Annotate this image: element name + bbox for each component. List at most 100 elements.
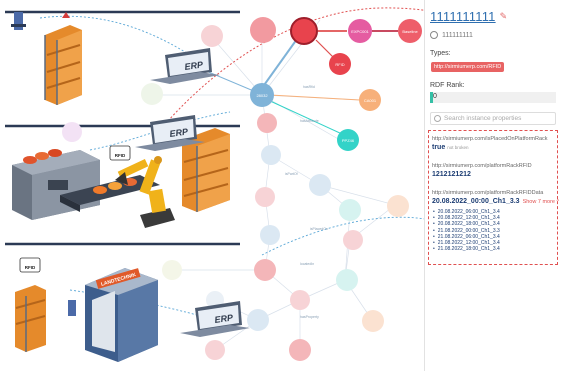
rdf-rank-fill <box>430 92 433 103</box>
graph-node-center[interactable] <box>250 83 274 107</box>
graph-node[interactable] <box>201 25 223 47</box>
node-label: PPZ46 <box>342 138 355 143</box>
type-badge[interactable]: http://sirmiumerp.com/RFID <box>431 62 505 72</box>
node-label: RFID <box>335 62 344 67</box>
erp-laptop-middle: ERP <box>135 115 205 151</box>
property-value-text: 20.08.2022_00:00_Ch1_3.3 <box>432 198 520 205</box>
graph-node-rfid[interactable] <box>329 53 351 75</box>
graph-node-station[interactable] <box>398 19 422 43</box>
rdf-rank-value: 0 <box>433 93 437 100</box>
sensor-curve <box>261 216 501 259</box>
graph-node[interactable] <box>257 113 277 133</box>
property-value-text: true <box>432 144 446 151</box>
erp-label: ERP <box>184 59 205 72</box>
property-search-input[interactable]: Search instance properties <box>430 112 556 125</box>
erp-laptop-bottom: ERP <box>180 301 250 337</box>
graph-node[interactable] <box>290 290 310 310</box>
rfid-tag-bottom: RFID <box>19 257 41 273</box>
edge-label: isPartOf <box>285 172 298 176</box>
graph-node[interactable] <box>205 340 225 360</box>
graph-node[interactable] <box>260 225 280 245</box>
list-item: 20.08.2022_18:00_Ch1_3.4 <box>433 221 500 227</box>
instance-subtitle-id: 111111111 <box>442 31 473 39</box>
rfid-data-history-list: 20.08.2022_06:00_Ch1_3.4 20.08.2022_12:0… <box>433 209 500 252</box>
link-icon <box>430 31 438 39</box>
instance-title[interactable]: 1111111111 <box>430 9 496 24</box>
property-note: not broken <box>447 145 469 150</box>
graph-node[interactable] <box>336 269 358 291</box>
properties-box: http://sirmiumerp.com/isPlacedOnPlatform… <box>428 130 559 265</box>
list-item: 20.08.2022_06:00_Ch1_3.4 <box>433 209 500 215</box>
graph-node[interactable] <box>343 230 363 250</box>
edge-label: locatedIn <box>300 262 314 266</box>
instance-header: 1111111111 ✎ <box>430 9 507 24</box>
property-value: 1212121212 <box>432 171 471 178</box>
graph-node[interactable] <box>255 187 275 207</box>
instance-details-panel: 1111111111 ✎ 111111111 Types: http://sir… <box>424 0 561 371</box>
graph-node[interactable] <box>309 174 331 196</box>
iot-device-top <box>11 12 26 30</box>
erp-label: ERP <box>169 126 190 139</box>
edge-label: hasAttribute <box>300 119 319 123</box>
list-item: 21.08.2022_12:00_Ch1_3.4 <box>433 240 500 246</box>
conveyor-machine <box>12 150 100 220</box>
storage-shelf-top <box>44 25 82 105</box>
show-more-toggle[interactable]: Show 7 more ^ <box>522 199 560 205</box>
list-item: 20.08.2022_12:00_Ch1_3.4 <box>433 215 500 221</box>
list-item: 21.08.2022_06:00_Ch1_3.4 <box>433 234 500 240</box>
graph-node[interactable] <box>261 145 281 165</box>
rdf-rank-bar: 0 <box>430 92 556 103</box>
edge-label: isPlacedOn <box>310 227 328 231</box>
graph-node[interactable] <box>289 339 311 361</box>
node-label: 28032 <box>256 93 268 98</box>
property-uri[interactable]: http://sirmiumerp.com/platformRackRFID <box>432 163 532 169</box>
list-item: 21.08.2022_00:00_Ch1_3.3 <box>433 228 500 234</box>
node-label: Baseline <box>402 29 418 34</box>
pencil-icon[interactable]: ✎ <box>499 11 508 21</box>
edge-label: hasProperty <box>300 315 319 319</box>
graph-node[interactable] <box>254 259 276 281</box>
graph-node[interactable] <box>387 195 409 217</box>
erp-laptop-top: ERP <box>150 48 220 84</box>
property-uri[interactable]: http://sirmiumerp.com/isPlacedOnPlatform… <box>432 136 548 142</box>
graph-node[interactable] <box>162 260 182 280</box>
graph-node[interactable] <box>362 310 384 332</box>
graph-node[interactable] <box>141 83 163 105</box>
edge-labels: hasRfid hasAttribute isPartOf isPlacedOn… <box>285 85 328 319</box>
edge-label: hasRfid <box>303 85 315 89</box>
rfid-tag-middle: RFID <box>109 145 131 161</box>
graph-nodes <box>62 17 422 361</box>
graph-node-ppz[interactable] <box>337 129 359 151</box>
rfid-label: RFID <box>115 153 126 158</box>
node-label: CA001 <box>364 98 377 103</box>
selection-curve <box>159 7 559 271</box>
graph-node[interactable] <box>247 309 269 331</box>
iot-device-bottom <box>68 300 76 316</box>
erp-label: ERP <box>214 312 235 325</box>
storage-shelf-middle <box>182 128 230 212</box>
storage-shelf-bottom <box>15 285 46 352</box>
graph-node[interactable] <box>62 122 82 142</box>
search-icon <box>434 115 441 122</box>
warehouse-building: LANDTECHNIK <box>85 268 158 362</box>
graph-node-selected[interactable] <box>290 17 318 45</box>
graph-node[interactable] <box>250 17 276 43</box>
search-placeholder: Search instance properties <box>444 115 522 122</box>
node-labels: 28032 CA001 PPZ46 EXPC001 Baseline RFID <box>256 29 418 143</box>
graph-node-epc[interactable] <box>348 19 372 43</box>
graph-node[interactable] <box>339 199 361 221</box>
graph-node-ca001[interactable] <box>359 89 381 111</box>
instance-subtitle: 111111111 <box>430 31 473 39</box>
rdf-rank-label: RDF Rank: <box>430 82 465 89</box>
rfid-label: RFID <box>25 265 36 270</box>
node-label: EXPC001 <box>351 29 369 34</box>
types-label: Types: <box>430 50 451 57</box>
robot-arm <box>115 156 175 228</box>
red-tag-icon <box>62 12 70 18</box>
list-item: 21.08.2022_18:00_Ch1_3.4 <box>433 246 500 252</box>
property-uri[interactable]: http://sirmiumerp.com/platformRackRFIDDa… <box>432 190 544 196</box>
